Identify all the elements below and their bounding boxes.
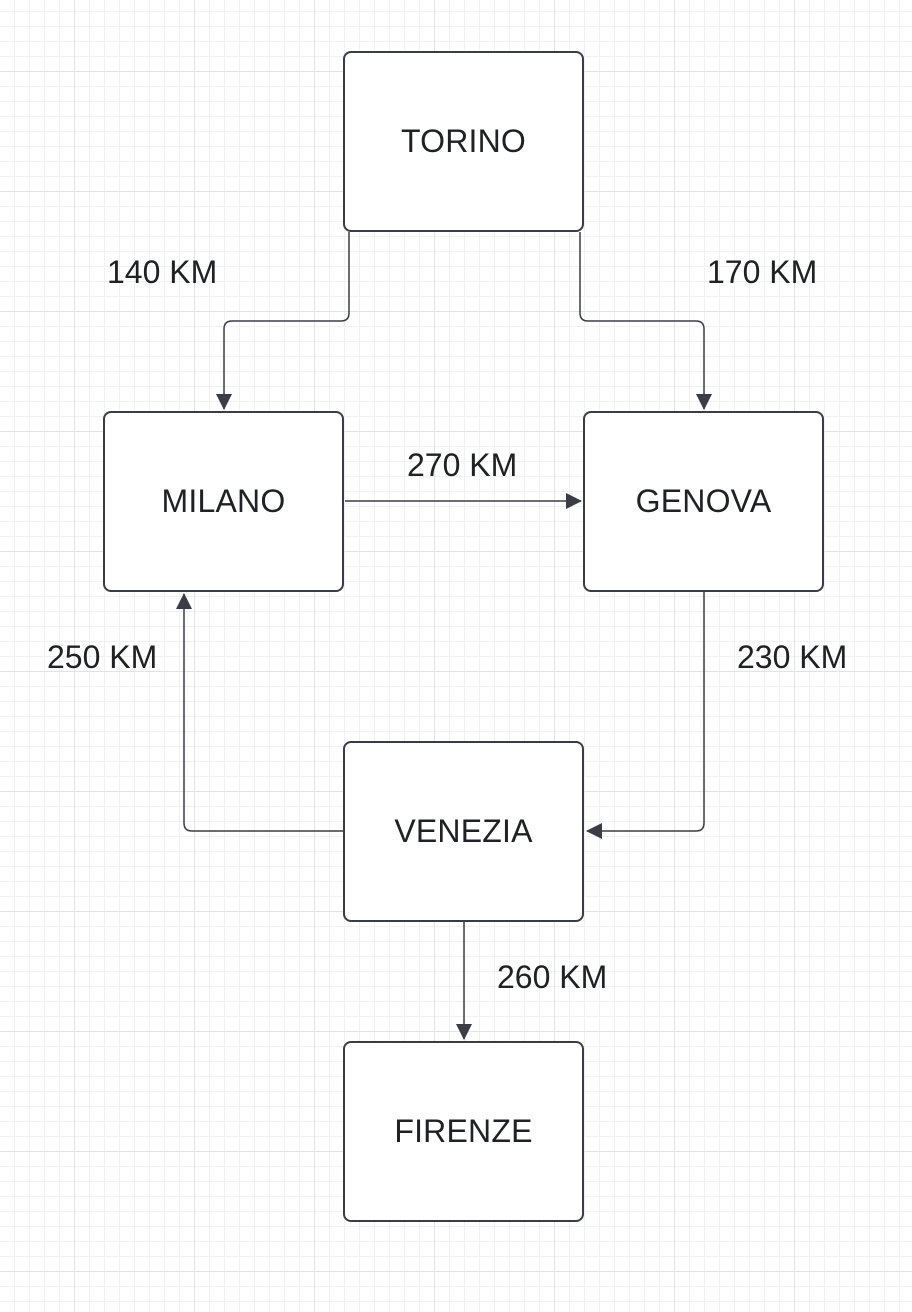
edge-torino-milano bbox=[216, 232, 350, 410]
node-genova-label: GENOVA bbox=[635, 483, 772, 519]
edge-label-torino-genova: 170 KM bbox=[707, 254, 818, 290]
edge-label-venezia-firenze: 260 KM bbox=[497, 959, 608, 995]
node-milano[interactable]: MILANO bbox=[103, 411, 344, 592]
edge-label-milano-genova: 270 KM bbox=[407, 447, 518, 483]
edge-label-torino-milano: 140 KM bbox=[107, 254, 218, 290]
node-venezia[interactable]: VENEZIA bbox=[343, 741, 584, 922]
node-milano-label: MILANO bbox=[161, 483, 286, 519]
node-venezia-label: VENEZIA bbox=[394, 813, 533, 849]
edge-label-venezia-milano: 250 KM bbox=[47, 639, 158, 675]
node-torino[interactable]: TORINO bbox=[343, 51, 584, 232]
node-torino-label: TORINO bbox=[400, 123, 527, 159]
node-firenze[interactable]: FIRENZE bbox=[343, 1041, 584, 1222]
edge-torino-genova bbox=[579, 232, 712, 410]
edge-label-genova-venezia: 230 KM bbox=[737, 639, 848, 675]
node-firenze-label: FIRENZE bbox=[394, 1113, 533, 1149]
edge-venezia-milano bbox=[176, 593, 343, 832]
node-genova[interactable]: GENOVA bbox=[583, 411, 824, 592]
edge-genova-venezia bbox=[586, 592, 705, 839]
